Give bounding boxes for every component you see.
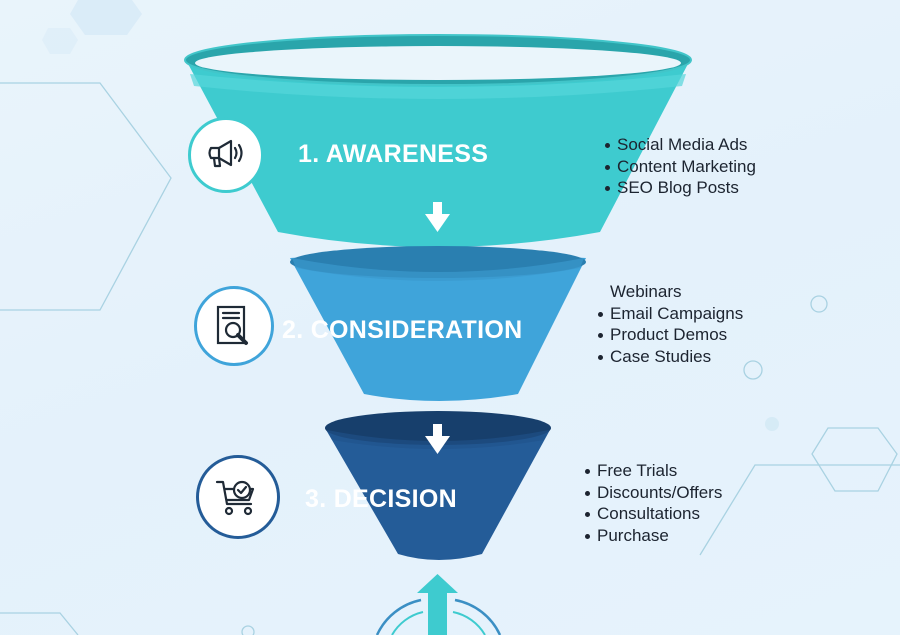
funnel-segment-consideration (290, 246, 586, 401)
up-arrow-icon (375, 574, 502, 635)
consideration-icon-circle (194, 286, 274, 366)
list-item: Consultations (584, 503, 722, 525)
consideration-tactics-list: Webinars Email Campaigns Product Demos C… (597, 281, 743, 367)
list-item: Webinars (610, 282, 682, 301)
awareness-tactics-list: Social Media Ads Content Marketing SEO B… (604, 134, 756, 199)
list-item: Email Campaigns (597, 303, 743, 325)
document-search-icon (216, 305, 248, 345)
decor-circle (810, 295, 828, 313)
list-item: Discounts/Offers (584, 482, 722, 504)
decor-circle (241, 625, 255, 635)
cart-check-icon (215, 480, 255, 516)
hexagon-shape (811, 427, 898, 492)
awareness-icon-circle (188, 117, 264, 193)
list-item: Content Marketing (604, 156, 756, 178)
decor-circle (743, 360, 763, 380)
hexagon-shape (0, 82, 172, 311)
decision-icon-circle (196, 455, 280, 539)
down-arrow-icon (425, 424, 450, 454)
down-arrow-icon (425, 202, 450, 232)
list-item: Case Studies (597, 346, 743, 368)
hexagon-shape (0, 612, 79, 635)
stage-title-decision: 3. DECISION (305, 485, 457, 513)
funnel-segment-awareness (184, 34, 692, 247)
list-item: Product Demos (597, 324, 743, 346)
list-item: Purchase (584, 525, 722, 547)
list-item: SEO Blog Posts (604, 177, 756, 199)
stage-title-consideration: 2. CONSIDERATION (282, 316, 523, 344)
list-item: Social Media Ads (604, 134, 756, 156)
decision-tactics-list: Free Trials Discounts/Offers Consultatio… (584, 460, 722, 546)
megaphone-icon (208, 139, 243, 168)
hexagon-shape (699, 464, 900, 556)
list-item: Free Trials (584, 460, 722, 482)
stage-title-awareness: 1. AWARENESS (298, 140, 489, 168)
